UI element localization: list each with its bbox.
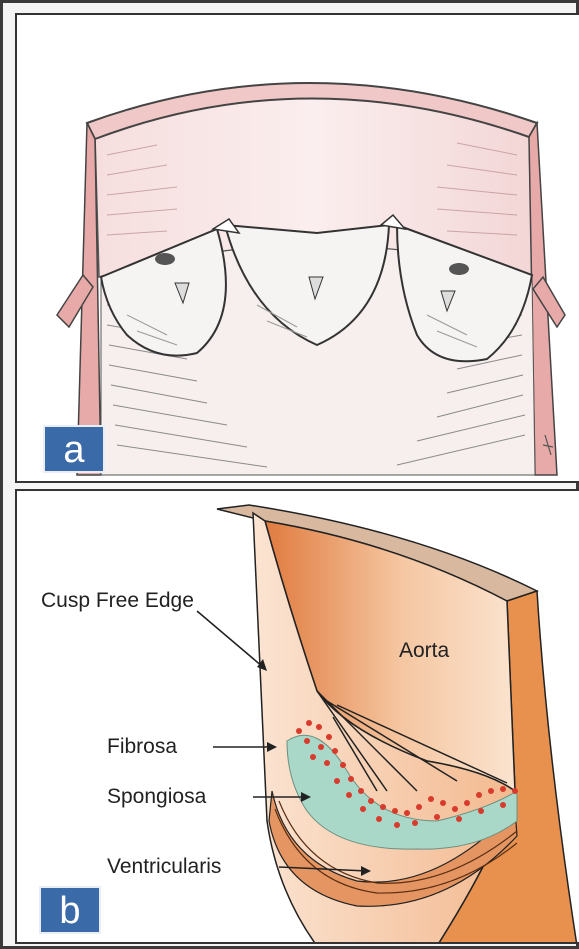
panel-a-badge: a — [43, 425, 105, 473]
panel-b-badge: b — [39, 886, 101, 934]
aorta-label: Aorta — [399, 639, 449, 663]
cusp-free-edge-label: Cusp Free Edge — [41, 589, 194, 613]
aortic-valve-illustration — [17, 15, 579, 483]
spongiosa-label: Spongiosa — [107, 785, 206, 809]
panel-a: a — [15, 13, 579, 483]
cusp-cross-section-diagram — [17, 491, 579, 944]
fibrosa-label: Fibrosa — [107, 735, 177, 759]
panel-b: Cusp Free Edge Aorta Fibrosa Spongiosa V… — [15, 489, 579, 944]
ventricularis-label: Ventricularis — [107, 855, 221, 879]
